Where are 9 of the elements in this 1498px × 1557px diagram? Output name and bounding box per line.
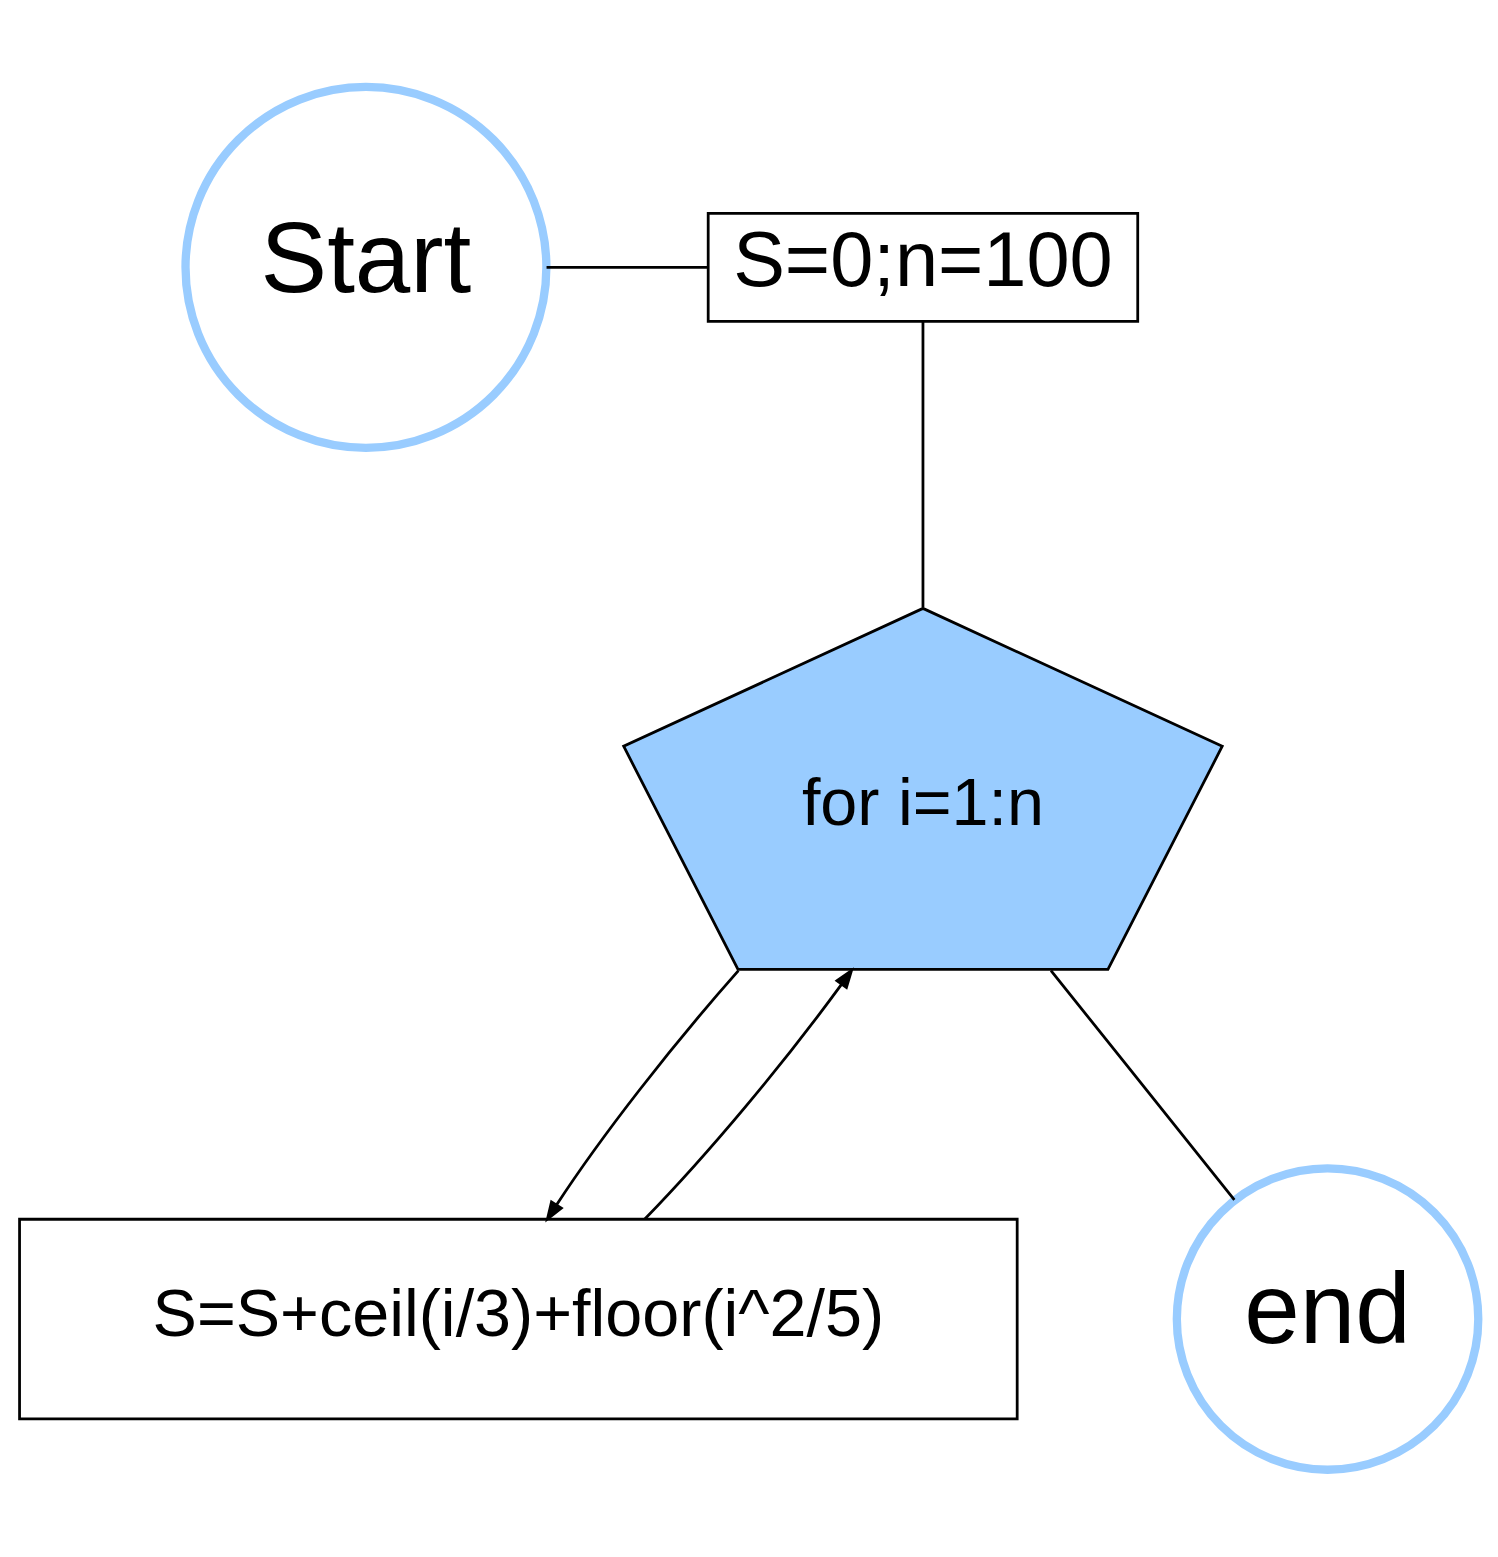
node-box: S=0;n=100	[706, 211, 1140, 323]
node-circle: end	[1172, 1164, 1483, 1474]
arrow	[545, 969, 740, 1223]
node-circle: Start	[181, 82, 551, 452]
connector	[921, 321, 925, 608]
arrow	[643, 967, 854, 1221]
connector	[546, 265, 708, 269]
node-box: S=S+ceil(i/3)+floor(i^2/5)	[18, 1217, 1019, 1421]
connector	[1049, 969, 1236, 1201]
